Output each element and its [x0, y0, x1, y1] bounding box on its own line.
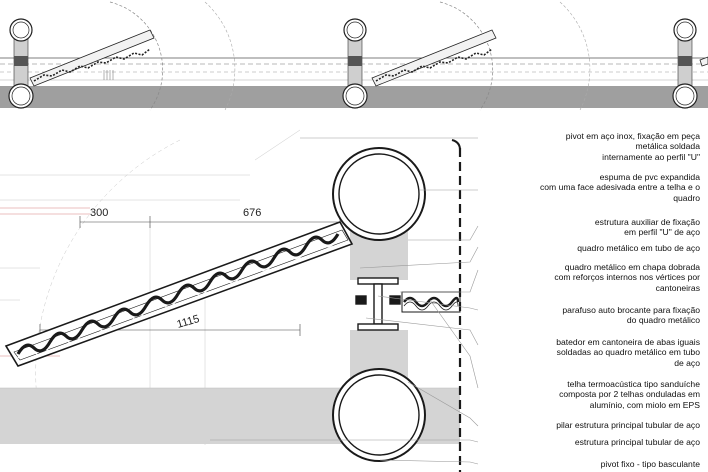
- overview-tile-2: [371, 29, 497, 87]
- overview-elevation: [0, 1, 708, 111]
- dimension-676: 676: [243, 207, 261, 219]
- label-estrutura-auxiliar: estrutura auxiliar de fixação em perfil …: [594, 217, 700, 238]
- overview-tile-1: [29, 29, 155, 87]
- label-pilar: pilar estrutura principal tubular de aço: [556, 420, 700, 430]
- overview-swing-arc-1: [109, 1, 163, 111]
- label-pivot-inox: pivot em aço inox, fixação em peça metál…: [565, 131, 700, 162]
- detail-section: 300 676 1115: [0, 129, 479, 472]
- inclined-sandwich-tile: [4, 221, 354, 367]
- label-batedor: batedor em cantoneira de abas iguais sol…: [556, 337, 700, 368]
- label-parafuso: parafuso auto brocante para fixação do q…: [562, 305, 700, 326]
- label-espuma-pvc: espuma de pvc expandida com uma face ade…: [539, 172, 700, 203]
- overview-swing-arc-2: [439, 1, 493, 111]
- tile-section-right: [401, 291, 461, 313]
- label-quadro-chapa: quadro metálico em chapa dobrada com ref…: [554, 262, 700, 293]
- label-pivot-fixo: pivot fixo - tipo basculante: [600, 459, 700, 469]
- overview-column-right: [672, 18, 698, 109]
- label-quadro-tubo: quadro metálico em tubo de aço: [577, 243, 700, 253]
- dimension-1115: 1115: [176, 313, 201, 331]
- lower-fixed-pivot: [332, 368, 426, 462]
- overview-column-left: [8, 18, 34, 109]
- dimension-300: 300: [90, 207, 108, 219]
- overview-tile-3: [699, 56, 708, 67]
- label-telha: telha termoacústica tipo sanduíche compo…: [559, 379, 700, 410]
- label-estrutura-principal: estrutura principal tubular de aço: [574, 437, 700, 447]
- steel-u-profile: [355, 277, 401, 331]
- overview-column-middle: [342, 18, 368, 109]
- leader-lines: [210, 137, 479, 465]
- upper-pivot-tube: [332, 147, 426, 241]
